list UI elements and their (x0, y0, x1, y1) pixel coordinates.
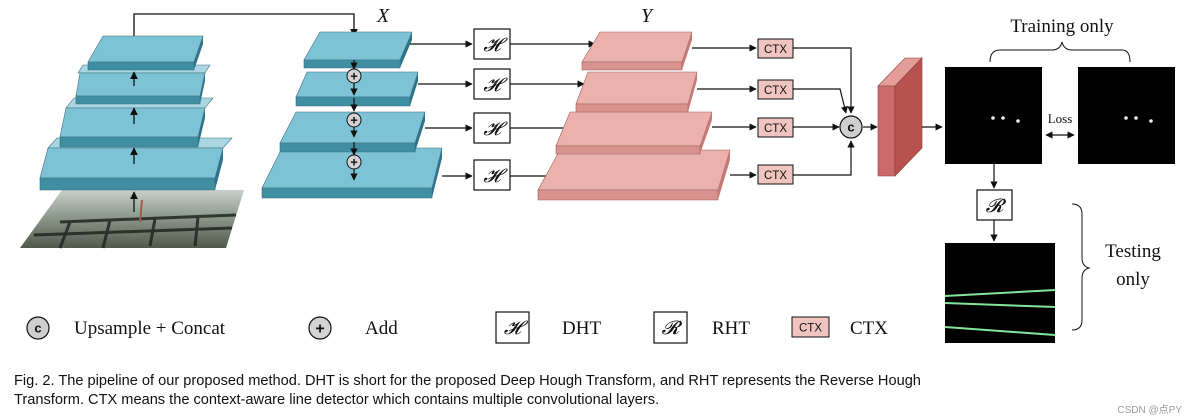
figure-caption: Fig. 2. The pipeline of our proposed met… (14, 372, 1184, 410)
x-layer-1 (303, 31, 413, 69)
ctx-box-3: CTX (757, 117, 794, 138)
input-image (20, 190, 244, 249)
x-layer-3 (279, 111, 426, 153)
training-only-label: Training only (1010, 16, 1114, 37)
legend-ctx-label: CTX (850, 318, 888, 339)
dht-box-3: 𝓗 (473, 112, 511, 144)
legend-concat-label: Upsample + Concat (74, 318, 226, 339)
conv-block (877, 57, 923, 177)
training-brace (989, 41, 1131, 63)
legend-concat-icon: c (26, 316, 50, 340)
y-feature-stack (537, 31, 731, 201)
encoder-layer-1 (87, 35, 204, 71)
legend: c Upsample + Concat + Add 𝓗 DHT 𝓡 RHT CT… (26, 311, 888, 344)
x-label: X (376, 5, 390, 27)
caption-line-2: Transform. CTX means the context-aware l… (14, 392, 660, 408)
svg-text:+: + (350, 69, 358, 84)
concat-node: c (839, 115, 863, 139)
legend-rht-label: RHT (712, 318, 750, 339)
dht-box-2: 𝓗 (473, 68, 511, 100)
ctx-box-2: CTX (757, 79, 794, 100)
caption-line-1: Fig. 2. The pipeline of our proposed met… (14, 373, 921, 389)
legend-dht-label: DHT (562, 318, 601, 339)
x-layer-2 (295, 71, 419, 107)
svg-text:CTX: CTX (764, 85, 787, 97)
dht-box-4: 𝓗 (473, 159, 511, 191)
svg-text:𝓡: 𝓡 (986, 196, 1007, 217)
svg-text:+: + (350, 155, 358, 170)
y-layer-4 (537, 149, 731, 201)
loss-label: Loss (1048, 111, 1073, 126)
y-layer-2 (575, 71, 698, 113)
legend-rht-icon: 𝓡 (653, 311, 688, 344)
add-node-3: + (346, 154, 362, 170)
ground-truth-map (1078, 67, 1175, 164)
svg-text:CTX: CTX (764, 44, 787, 56)
legend-dht-icon: 𝓗 (495, 311, 530, 344)
add-node-2: + (346, 112, 362, 128)
encoder-stack (39, 35, 233, 191)
svg-text:+: + (315, 321, 324, 338)
rht-box: 𝓡 (976, 189, 1013, 221)
pipeline-diagram: + + + X 𝓗 𝓗 𝓗 𝓗 (20, 5, 1175, 344)
svg-text:CTX: CTX (764, 123, 787, 135)
encoder-layer-2 (75, 64, 211, 105)
y-layer-1 (581, 31, 693, 71)
prediction-map (945, 67, 1042, 164)
svg-text:+: + (350, 113, 358, 128)
legend-add-icon: + (308, 316, 332, 340)
svg-text:𝓡: 𝓡 (662, 318, 683, 339)
dht-box-1: 𝓗 (473, 28, 511, 60)
testing-only-label-line1: Testing (1105, 241, 1161, 262)
detected-lines-map (944, 243, 1056, 343)
ctx-box-4: CTX (757, 164, 794, 185)
add-node-1: + (346, 68, 362, 84)
svg-text:c: c (847, 120, 854, 135)
svg-text:c: c (34, 321, 41, 336)
svg-text:CTX: CTX (764, 170, 787, 182)
y-layer-3 (555, 111, 713, 155)
watermark: CSDN @点PY (1117, 405, 1182, 416)
svg-text:CTX: CTX (799, 323, 822, 335)
testing-brace (1071, 203, 1091, 331)
legend-add-label: Add (365, 318, 398, 339)
encoder-layer-3 (59, 97, 214, 148)
y-label: Y (641, 5, 654, 27)
ctx-box-1: CTX (757, 38, 794, 59)
legend-ctx-icon: CTX (791, 316, 830, 338)
testing-only-label-line2: only (1116, 269, 1150, 290)
